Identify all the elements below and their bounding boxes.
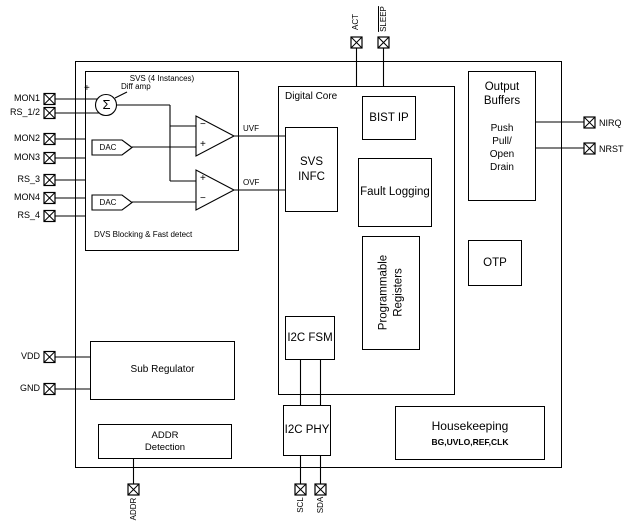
dvs-blocking-note: DVS Blocking & Fast detect (94, 230, 193, 239)
pin-pad-sleep (377, 36, 390, 49)
svs-block-outline (85, 71, 239, 251)
pin-label-rs4: RS_4 (17, 210, 40, 220)
pin-label-sda: SDA (316, 496, 325, 514)
summing-amp-plus-sign: + (84, 83, 90, 94)
pin-pad-nrst (583, 142, 596, 155)
wire-lines (55, 48, 584, 484)
svs-infc-block: SVS INFC (285, 127, 338, 212)
summing-amp-circle (94, 93, 118, 117)
pin-pad-rs12 (43, 106, 56, 120)
pin-label-mon2: MON2 (13, 133, 40, 143)
pin-pad-mon1 (43, 92, 56, 106)
pin-label-rs3: RS_3 (17, 174, 40, 184)
summing-amp-sigma: Σ (102, 97, 111, 112)
comparator-1-plus: + (200, 139, 206, 150)
analog-shapes (91, 93, 236, 211)
pin-label-mon3: MON3 (13, 152, 40, 162)
output-buffers-block: Output Buffers Push Pull/ Open Drain (468, 71, 536, 201)
housekeeping-subtitle: BG,UVLO,REF,CLK (431, 436, 509, 447)
housekeeping-title: Housekeeping (431, 419, 509, 433)
digital-core-label: Digital Core (285, 91, 338, 102)
comparator-2-plus: + (200, 173, 206, 184)
pin-pad-gnd (43, 382, 56, 396)
sub-regulator-block: Sub Regulator (90, 341, 235, 400)
pin-label-scl: SCL (296, 497, 305, 513)
pin-label-nirq: NIRQ (599, 118, 622, 128)
i2c-phy-block: I2C PHY (283, 405, 331, 456)
digital-core-outline: Digital Core (278, 86, 455, 395)
uvf-signal-label: UVF (243, 124, 259, 133)
dac2-label: DAC (99, 198, 117, 207)
pin-label-vdd: VDD (20, 351, 40, 361)
i2c-fsm-block: I2C FSM (285, 316, 335, 360)
housekeeping-block: Housekeeping BG,UVLO,REF,CLK (395, 406, 545, 460)
comparator-1-minus: − (200, 119, 206, 130)
pin-pad-rs3 (43, 173, 56, 187)
pin-pad-mon2 (43, 132, 56, 146)
svs-block-title: SVS (4 Instances) (129, 74, 195, 83)
pin-pad-mon4 (43, 191, 56, 205)
pin-label-nrst: NRST (599, 144, 624, 154)
programmable-registers-block (362, 236, 420, 350)
fault-logging-block: Fault Logging (358, 158, 432, 227)
dac1-label: DAC (99, 143, 117, 152)
comparator-1-shape (195, 115, 236, 157)
pin-label-mon1: MON1 (13, 93, 40, 103)
pin-pad-vdd (43, 350, 56, 364)
programmable-registers-label: Programmable Registers (377, 254, 404, 331)
addr-detection-block: ADDR Detection (98, 424, 232, 459)
output-buffers-subtitle: Push Pull/ Open Drain (489, 123, 515, 174)
diff-amp-label: Diff amp (121, 82, 151, 91)
comparator-2-minus: − (200, 193, 206, 204)
pin-label-sleep: SLEEP (379, 6, 388, 32)
pin-pad-nirq (583, 116, 596, 129)
pin-label-mon4: MON4 (13, 192, 40, 202)
pin-pad-act (350, 36, 363, 49)
pin-label-act: ACT (351, 14, 360, 30)
pin-label-rs12: RS_1/2 (9, 107, 40, 117)
pin-label-addr: ADDR (129, 497, 138, 521)
comparator-2-shape (195, 169, 236, 211)
output-buffers-title: Output Buffers (483, 81, 521, 108)
pin-label-gnd: GND (20, 383, 40, 393)
addr-detection-label: ADDR Detection (144, 429, 186, 453)
pin-pad-rs4 (43, 209, 56, 223)
pin-pad-mon3 (43, 151, 56, 165)
otp-block: OTP (468, 240, 522, 286)
dac-1-shape (91, 139, 133, 156)
chip-boundary (75, 61, 562, 468)
bist-ip-block: BIST IP (362, 96, 416, 140)
ovf-signal-label: OVF (243, 178, 260, 187)
dac-2-shape (91, 194, 133, 211)
